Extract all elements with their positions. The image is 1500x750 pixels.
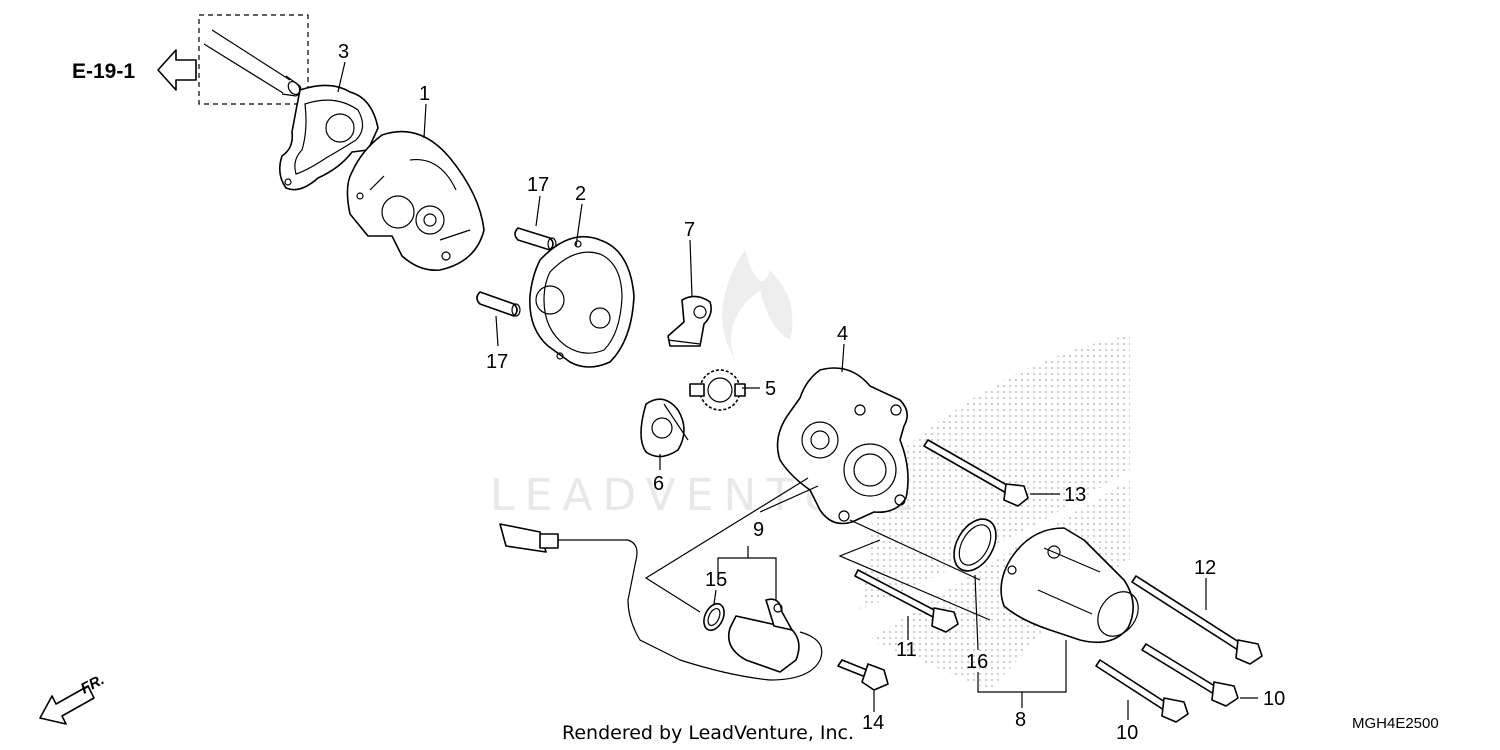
- callout-12[interactable]: 12: [1194, 557, 1216, 579]
- part-7: [667, 295, 712, 347]
- bolt-10-right: [1141, 643, 1239, 707]
- callouts: 3 1 17 2 7 17 4 5 6 13 9 15 12 11 16 10 …: [338, 41, 1285, 744]
- dowel-pin-17-lower: [476, 291, 521, 317]
- callout-17-upper[interactable]: 17: [527, 174, 549, 196]
- gasket-2: [529, 236, 635, 368]
- leader-lines: [337, 61, 1258, 720]
- motor-8: [1000, 527, 1139, 644]
- housing-4: [776, 367, 909, 525]
- sensor-9: [499, 523, 823, 681]
- front-indicator: FR.: [39, 671, 107, 725]
- callout-9[interactable]: 9: [753, 519, 764, 541]
- gasket-3: [278, 84, 379, 191]
- bolt-10-lower: [1095, 659, 1189, 723]
- callout-13[interactable]: 13: [1064, 484, 1086, 506]
- callout-15[interactable]: 15: [705, 569, 727, 591]
- shaft-icon: [203, 29, 302, 97]
- callout-6[interactable]: 6: [653, 473, 664, 495]
- dowel-pin-17-upper: [514, 227, 557, 251]
- cover-1: [346, 130, 485, 272]
- assembly-lines: [644, 477, 991, 621]
- bolt-13: [923, 439, 1029, 507]
- callout-10-right[interactable]: 10: [1263, 688, 1285, 710]
- bolt-14: [837, 659, 889, 691]
- callout-5[interactable]: 5: [765, 378, 776, 400]
- callout-3[interactable]: 3: [338, 41, 349, 63]
- callout-1[interactable]: 1: [419, 83, 430, 105]
- callout-11[interactable]: 11: [896, 639, 917, 661]
- o-ring-16: [953, 518, 997, 572]
- o-ring-15: [703, 602, 725, 632]
- callout-4[interactable]: 4: [837, 323, 848, 345]
- callout-17-lower[interactable]: 17: [486, 351, 508, 373]
- diagram-code: MGH4E2500: [1352, 715, 1439, 732]
- wing-watermark: [860, 335, 1130, 610]
- flame-watermark: [722, 250, 793, 360]
- reference-group: E-19-1: [72, 14, 309, 105]
- reference-dashed-box: [198, 14, 309, 105]
- callout-14[interactable]: 14: [862, 712, 884, 734]
- callout-2[interactable]: 2: [575, 183, 586, 205]
- reference-arrow-icon[interactable]: [157, 49, 197, 91]
- callout-8[interactable]: 8: [1015, 709, 1026, 731]
- reference-label[interactable]: E-19-1: [72, 60, 135, 83]
- credit-text: Rendered by LeadVenture, Inc.: [562, 722, 854, 744]
- gear-5: [689, 369, 746, 411]
- front-arrow-icon: [39, 685, 95, 725]
- callout-16[interactable]: 16: [966, 651, 988, 673]
- bolt-12: [1131, 575, 1263, 665]
- bolt-11: [854, 569, 959, 633]
- gear-6: [640, 398, 689, 458]
- callout-7[interactable]: 7: [684, 219, 695, 241]
- callout-10-lower[interactable]: 10: [1116, 722, 1138, 744]
